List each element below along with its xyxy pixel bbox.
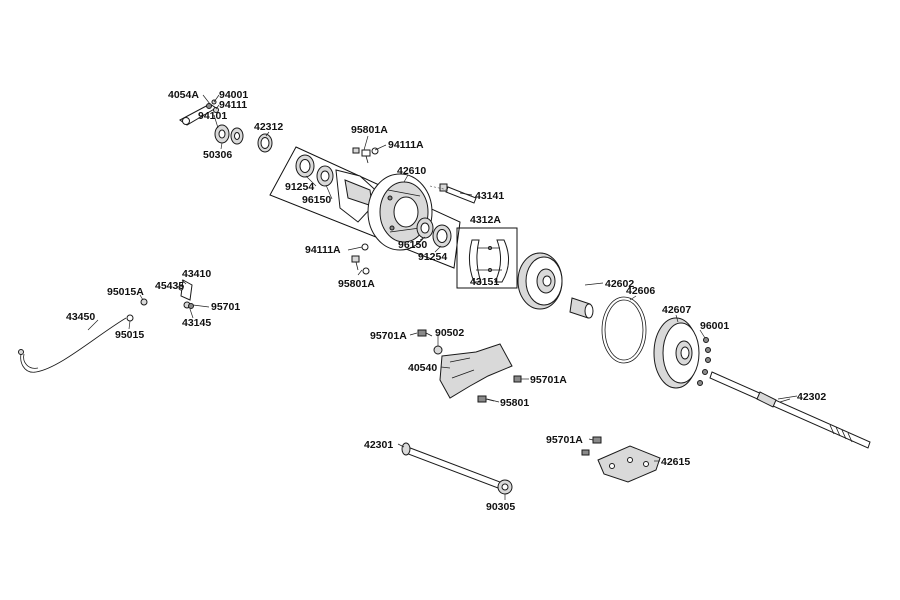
part-45435-spring [178, 285, 184, 291]
label-42301: 42301 [364, 439, 393, 451]
label-94001: 94001 [219, 89, 248, 101]
part-4054A-lever [179, 99, 219, 126]
part-42606-gasket [601, 296, 647, 364]
part-42312-seal [257, 133, 273, 153]
part-50306-bearing [214, 124, 244, 145]
part-42301-shaft [401, 442, 501, 489]
label-95701A-low: 95701A [546, 434, 583, 446]
part-95801-bolt [477, 395, 495, 403]
label-95701-small: 95701 [211, 301, 240, 313]
label-42302: 42302 [797, 391, 826, 403]
label-42602: 42602 [605, 278, 634, 290]
label-42312: 42312 [254, 121, 283, 133]
part-4312A-brake-shoes [456, 227, 518, 289]
label-95701A-right: 95701A [530, 374, 567, 386]
label-4054A: 4054A [168, 89, 199, 101]
label-43145: 43145 [182, 317, 211, 329]
part-96001-bolts [697, 337, 711, 386]
label-42615: 42615 [661, 456, 690, 468]
label-90305: 90305 [486, 501, 515, 513]
part-95701A-bolt-right [513, 375, 522, 383]
label-96150-left: 96150 [302, 194, 331, 206]
label-42607: 42607 [662, 304, 691, 316]
part-sleeve [569, 297, 594, 319]
label-95701A-mid: 95701A [370, 330, 407, 342]
label-4312A: 4312A [470, 214, 501, 226]
label-94111A-top: 94111A [388, 139, 424, 151]
part-91254-seal-right [432, 224, 452, 248]
label-95801A-top: 95801A [351, 124, 388, 136]
part-95015A-nut [140, 298, 148, 306]
label-50306: 50306 [203, 149, 232, 161]
label-96150-right: 96150 [398, 239, 427, 251]
part-43141-cam-shaft [429, 183, 477, 204]
label-42610: 42610 [397, 165, 426, 177]
label-45435: 45435 [155, 280, 184, 292]
label-94111A-bottom: 94111A [305, 244, 341, 256]
label-43141: 43141 [475, 190, 504, 202]
label-95801A-bottom: 95801A [338, 278, 375, 290]
label-43450: 43450 [66, 311, 95, 323]
part-95801A-bolt-top [352, 147, 371, 164]
part-42602-brake-drum [517, 252, 563, 310]
label-95801: 95801 [500, 397, 529, 409]
part-94111A-washer-bottom [361, 243, 369, 251]
part-42607-hub-cover [653, 317, 700, 389]
label-94101: 94101 [198, 110, 227, 122]
label-91254-right: 91254 [418, 251, 447, 263]
label-95015A: 95015A [107, 286, 144, 298]
part-95015-nut [126, 314, 134, 322]
part-96150-bearing-left [316, 165, 334, 187]
part-43145-pin [188, 303, 194, 309]
label-91254-left: 91254 [285, 181, 314, 193]
part-42610-brake-panel [335, 169, 433, 251]
part-95801A-bolt-bottom [351, 255, 370, 275]
part-40540-bracket [439, 343, 513, 399]
part-90502-nut [433, 345, 443, 355]
leader-lines [87, 94, 798, 500]
part-90305-nut [497, 479, 513, 495]
label-95015: 95015 [115, 329, 144, 341]
label-40540: 40540 [408, 362, 437, 374]
label-42606: 42606 [626, 285, 655, 297]
label-96001: 96001 [700, 320, 729, 332]
label-43410: 43410 [182, 268, 211, 280]
part-96150-bearing-right [416, 217, 434, 239]
part-42302-axle [709, 371, 871, 449]
part-95701A-bolt-mid [417, 329, 433, 337]
label-94111: 94111 [219, 99, 247, 111]
label-90502: 90502 [435, 327, 464, 339]
part-labels: 4054A 94001 94111 94101 50306 42312 9580… [66, 89, 826, 513]
label-43151: 43151 [470, 276, 499, 288]
part-91254-seal-left [295, 154, 315, 178]
part-43450-cable [18, 317, 127, 373]
part-42615-plate [597, 445, 661, 483]
